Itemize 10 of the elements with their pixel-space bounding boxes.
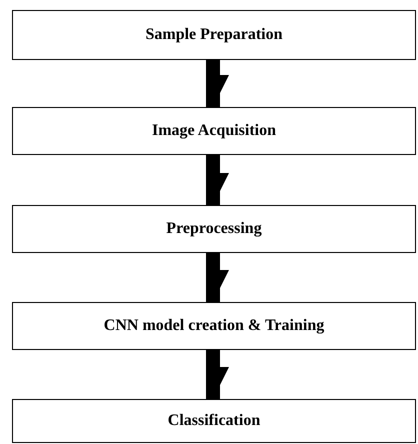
process-box [12, 302, 416, 350]
process-box [12, 399, 416, 443]
process-box [12, 107, 416, 155]
process-box [12, 10, 416, 60]
step-label: Image Acquisition [152, 122, 276, 140]
process-box [12, 205, 416, 253]
step-label: Sample Preparation [145, 26, 283, 44]
step-label: Classification [168, 412, 260, 430]
step-label: CNN model creation & Training [104, 317, 324, 335]
step-label: Preprocessing [166, 220, 262, 238]
